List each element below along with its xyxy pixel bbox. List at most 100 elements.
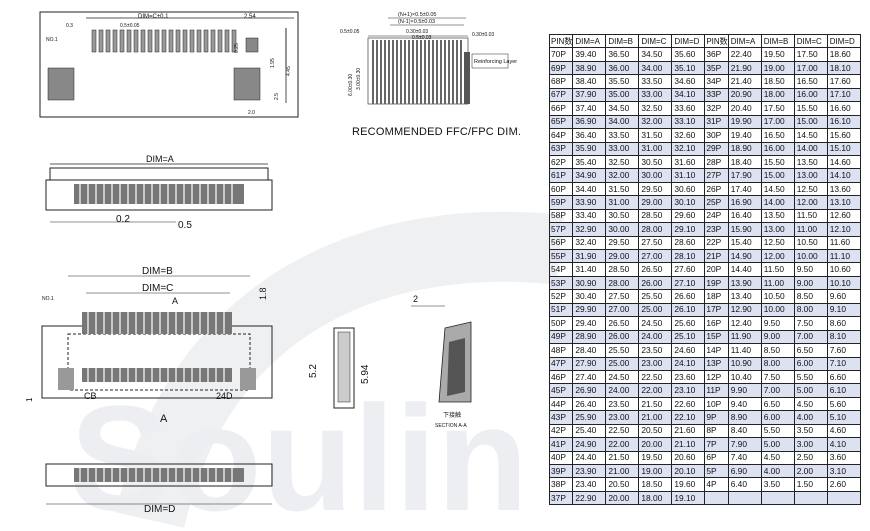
table-cell: 17.50 <box>760 101 795 116</box>
ffc-drawing: (N+1)×0.5±0.05 (N-1)×0.5±0.03 0.30±0.03 … <box>340 12 517 105</box>
table-cell: 22P <box>704 235 729 251</box>
reinforcing-layer-label: Reinforcing Layer <box>474 59 517 65</box>
table-cell: 17P <box>704 302 729 318</box>
table-cell: 34.10 <box>671 87 706 103</box>
table-cell: 23.00 <box>605 410 640 425</box>
table-cell: 18.10 <box>826 60 861 76</box>
table-cell: 44P <box>548 396 574 412</box>
table-cell: 5.10 <box>826 410 861 425</box>
table-cell: 9.00 <box>760 329 795 345</box>
table-cell: 9.10 <box>826 302 861 318</box>
table-cell: 7.00 <box>760 383 795 398</box>
table-cell: 8.10 <box>826 329 861 345</box>
table-cell: 26.00 <box>605 329 640 345</box>
table-cell: 12.50 <box>793 181 828 197</box>
table-cell: 28.40 <box>572 343 607 358</box>
table-cell: 41P <box>548 437 574 452</box>
table-cell: 9.50 <box>760 316 795 331</box>
table-cell: 53P <box>548 275 574 291</box>
table-cell: 34.00 <box>638 60 673 76</box>
table-header-cell: DIM=D <box>671 33 706 49</box>
table-cell: 22.00 <box>638 383 673 398</box>
dim-d-label: DIM=D <box>144 504 175 515</box>
table-header-cell: DIM=A <box>727 33 762 49</box>
table-cell: 18.60 <box>826 47 861 62</box>
table-cell: 26.10 <box>671 302 706 318</box>
table-cell: 23.00 <box>638 356 673 371</box>
table-cell: 33.60 <box>671 101 706 116</box>
table-header-cell: DIM=A <box>572 33 607 49</box>
section-view-drawing: 2 下接触 SECTION A-A <box>411 294 472 429</box>
table-header-cell: DIM=C <box>793 33 828 49</box>
table-cell: 8.00 <box>760 356 795 371</box>
table-cell: 16.10 <box>826 114 861 130</box>
table-cell: 13.40 <box>727 289 762 304</box>
table-cell: 29.50 <box>605 235 640 251</box>
table-cell: 15.10 <box>826 141 861 156</box>
table-cell: 16.50 <box>760 128 795 143</box>
table-cell: 29.10 <box>671 222 706 237</box>
table-cell: 25.00 <box>605 356 640 371</box>
table-cell: 6.90 <box>727 463 762 479</box>
table-cell: 21.00 <box>605 463 640 479</box>
table-cell: 23.90 <box>572 463 607 479</box>
table-cell: 28.90 <box>572 329 607 345</box>
table-cell: 63P <box>548 141 574 156</box>
table-cell: 23.50 <box>638 343 673 358</box>
table-cell: 12.50 <box>760 235 795 251</box>
table-cell: 10.10 <box>826 275 861 291</box>
no1-label: NO.1 <box>46 37 58 43</box>
section-a-bottom-label: A <box>160 413 168 425</box>
ffc-d3-label: 0.30±0.03 <box>406 29 428 35</box>
table-cell: 25.40 <box>572 423 607 439</box>
table-cell: 17.10 <box>826 87 861 103</box>
gap-label: 0.3 <box>66 23 73 29</box>
section-dim-label: 2 <box>413 294 418 304</box>
table-cell: 23.60 <box>671 369 706 385</box>
table-cell: 6.10 <box>826 383 861 398</box>
table-cell: 61P <box>548 168 574 183</box>
table-cell: 24.40 <box>572 450 607 466</box>
table-cell: 36.00 <box>605 60 640 76</box>
table-cell: 22.60 <box>671 396 706 412</box>
table-cell: 47P <box>548 356 574 371</box>
table-cell: 5.60 <box>826 396 861 412</box>
table-cell: 17.00 <box>760 114 795 130</box>
table-cell: 46P <box>548 369 574 385</box>
table-cell: 27.50 <box>638 235 673 251</box>
table-cell: 21.10 <box>671 437 706 452</box>
table-cell: 4.50 <box>760 450 795 466</box>
table-cell: 24.90 <box>572 437 607 452</box>
table-cell: 24.00 <box>638 329 673 345</box>
table-cell: 8.50 <box>793 289 828 304</box>
table-cell: 4.00 <box>760 463 795 479</box>
table-cell: 2.60 <box>826 477 861 492</box>
table-cell: 12.00 <box>793 195 828 210</box>
table-cell: 62P <box>548 154 574 170</box>
table-cell: 34.50 <box>638 47 673 62</box>
table-cell: 25.10 <box>671 329 706 345</box>
table-cell: 22.10 <box>671 410 706 425</box>
table-cell: 25P <box>704 195 729 210</box>
table-cell: 13.60 <box>826 181 861 197</box>
table-cell: 56P <box>548 235 574 251</box>
table-cell: 33.00 <box>638 87 673 103</box>
table-cell: 25.50 <box>605 343 640 358</box>
table-cell: 32.50 <box>638 101 673 116</box>
table-cell: 10.90 <box>727 356 762 371</box>
table-cell: 24.50 <box>605 369 640 385</box>
table-header-cell: DIM=B <box>760 33 795 49</box>
table-cell: 15.50 <box>793 101 828 116</box>
table-cell: 8P <box>704 423 729 439</box>
table-cell: 28.00 <box>638 222 673 237</box>
section-title-label: SECTION A-A <box>435 423 467 429</box>
table-cell: 11.90 <box>727 329 762 345</box>
table-cell: 20P <box>704 262 729 277</box>
